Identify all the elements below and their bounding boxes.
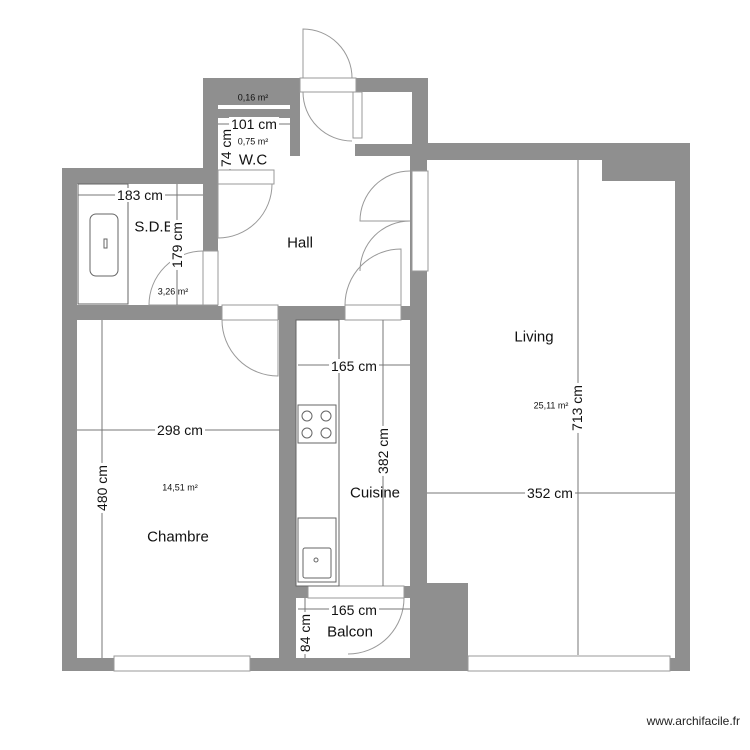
dimension-wc-height: 74 cm bbox=[218, 126, 234, 170]
dimension-balcon-width: 165 cm bbox=[329, 602, 379, 618]
dimension-cuisine-width: 165 cm bbox=[329, 358, 379, 374]
room-label-chambre: Chambre bbox=[147, 528, 209, 546]
area-label-wc: 0,75 m² bbox=[237, 136, 269, 147]
watermark-text: www.archifacile.fr bbox=[646, 714, 740, 728]
room-label-sdb: S.D.B bbox=[134, 218, 174, 236]
dimension-sdb-width: 183 cm bbox=[115, 187, 165, 203]
room-label-living: Living bbox=[514, 328, 554, 346]
dimension-wc-width: 101 cm bbox=[229, 116, 279, 132]
dimension-chambre-height: 480 cm bbox=[94, 463, 110, 513]
dimension-sdb-height: 179 cm bbox=[169, 220, 185, 270]
area-label-sdb: 3,26 m² bbox=[157, 286, 189, 297]
room-label-cuisine: Cuisine bbox=[349, 484, 401, 502]
dimension-living-height: 713 cm bbox=[569, 383, 585, 433]
dimension-chambre-width: 298 cm bbox=[155, 422, 205, 438]
fixtures bbox=[77, 183, 340, 587]
dimension-cuisine-height: 382 cm bbox=[375, 426, 391, 476]
dimension-living-width: 352 cm bbox=[525, 485, 575, 501]
doors bbox=[148, 28, 411, 655]
area-label-living: 25,11 m² bbox=[533, 400, 569, 411]
area-label-small: 0,16 m² bbox=[237, 92, 269, 103]
area-label-chambre: 14,51 m² bbox=[162, 482, 198, 493]
room-label-balcon: Balcon bbox=[327, 623, 373, 641]
room-floors bbox=[77, 92, 675, 658]
room-label-wc: W.C bbox=[238, 151, 268, 169]
room-label-hall: Hall bbox=[287, 234, 313, 252]
windows bbox=[113, 91, 671, 672]
dimension-balcon-height: 84 cm bbox=[297, 611, 313, 655]
